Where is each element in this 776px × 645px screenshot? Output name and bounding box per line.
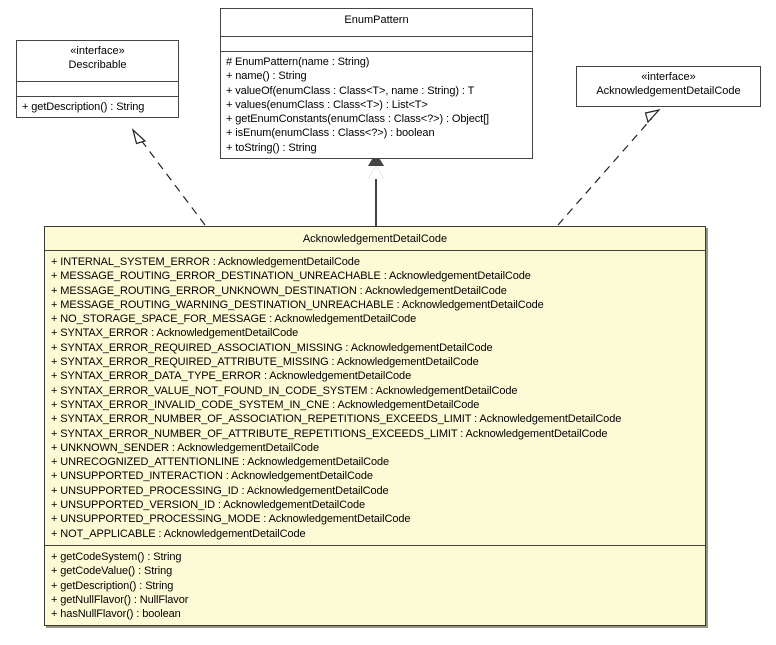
operation-row: + isEnum(enumClass : Class<?>) : boolean [226,127,435,140]
attribute-row: + MESSAGE_ROUTING_ERROR_DESTINATION_UNRE… [51,270,531,283]
realization-to-describable [131,128,206,226]
operation-row: + getEnumConstants(enumClass : Class<?>)… [226,113,489,126]
generalization-arrowhead [368,153,384,179]
attribute-row: + UNSUPPORTED_PROCESSING_ID : Acknowledg… [51,484,389,497]
operation-row: # EnumPattern(name : String) [226,56,370,68]
class-name-label: AcknowledgementDetailCode [596,85,741,97]
class-header-ack-enum: AcknowledgementDetailCode [45,227,705,250]
attribute-row: + SYNTAX_ERROR_NUMBER_OF_ASSOCIATION_REP… [51,413,622,426]
operation-row: + getDescription() : String [51,579,174,592]
attribute-row: + SYNTAX_ERROR_VALUE_NOT_FOUND_IN_CODE_S… [51,384,518,397]
class-header-enumpattern: EnumPattern [221,9,532,36]
attribute-row: + SYNTAX_ERROR_NUMBER_OF_ATTRIBUTE_REPET… [51,427,608,440]
operations-compartment-describable: + getDescription() : String [17,96,178,117]
operation-row: + toString() : String [226,141,317,154]
attribute-row: + INTERNAL_SYSTEM_ERROR : Acknowledgemen… [51,256,360,268]
attribute-row: + UNSUPPORTED_INTERACTION : Acknowledgem… [51,470,373,483]
class-header-ack-interface: «interface» AcknowledgementDetailCode [577,67,760,106]
attribute-row: + UNKNOWN_SENDER : AcknowledgementDetail… [51,441,319,454]
attribute-row: + SYNTAX_ERROR_REQUIRED_ATTRIBUTE_MISSIN… [51,356,479,369]
operation-row: + getCodeSystem() : String [51,550,182,563]
attributes-compartment-describable [17,81,178,96]
class-name-label: Describable [68,59,127,71]
attribute-row: + MESSAGE_ROUTING_ERROR_UNKNOWN_DESTINAT… [51,284,507,297]
attribute-row: + NO_STORAGE_SPACE_FOR_MESSAGE : Acknowl… [51,313,417,326]
stereotype-label: «interface» [70,45,125,57]
operation-row: + hasNullFlavor() : boolean [51,608,181,621]
attribute-row: + SYNTAX_ERROR : AcknowledgementDetailCo… [51,327,299,340]
attribute-row: + SYNTAX_ERROR_INVALID_CODE_SYSTEM_IN_CN… [51,398,480,411]
operations-compartment-ack-enum: + getCodeSystem() : String + getCodeValu… [45,544,705,626]
operations-compartment-enumpattern: # EnumPattern(name : String) + name() : … [221,51,532,158]
operation-row: + name() : String [226,70,307,83]
class-box-describable[interactable]: «interface» Describable + getDescription… [16,40,179,119]
operation-row: + getNullFlavor() : NullFlavor [51,593,189,606]
operation-row: + getDescription() : String [22,101,145,113]
stereotype-label: «interface» [641,71,696,83]
operation-row: + values(enumClass : Class<T>) : List<T> [226,98,428,111]
class-box-enumpattern[interactable]: EnumPattern # EnumPattern(name : String)… [220,8,533,160]
attribute-row: + MESSAGE_ROUTING_WARNING_DESTINATION_UN… [51,298,544,311]
attribute-row: + NOT_APPLICABLE : AcknowledgementDetail… [51,527,306,540]
attributes-compartment-ack-enum: + INTERNAL_SYSTEM_ERROR : Acknowledgemen… [45,250,705,545]
attribute-row: + UNRECOGNIZED_ATTENTIONLINE : Acknowled… [51,456,390,469]
class-box-acknowledgementdetailcode-enum[interactable]: AcknowledgementDetailCode + INTERNAL_SYS… [44,226,706,627]
class-box-acknowledgementdetailcode-interface[interactable]: «interface» AcknowledgementDetailCode [576,66,761,107]
class-name-label: EnumPattern [344,14,409,26]
attributes-compartment-enumpattern [221,36,532,51]
class-header-describable: «interface» Describable [17,41,178,81]
operation-row: + valueOf(enumClass : Class<T>, name : S… [226,84,475,97]
attribute-row: + UNSUPPORTED_PROCESSING_MODE : Acknowle… [51,513,411,526]
attribute-row: + UNSUPPORTED_VERSION_ID : Acknowledgeme… [51,499,366,512]
operation-row: + getCodeValue() : String [51,565,173,578]
attribute-row: + SYNTAX_ERROR_DATA_TYPE_ERROR : Acknowl… [51,370,412,383]
attribute-row: + SYNTAX_ERROR_REQUIRED_ASSOCIATION_MISS… [51,341,493,354]
realization-to-ack-interface [557,109,661,226]
generalization-line-to-enumpattern [375,178,377,226]
class-name-label: AcknowledgementDetailCode [302,233,448,245]
